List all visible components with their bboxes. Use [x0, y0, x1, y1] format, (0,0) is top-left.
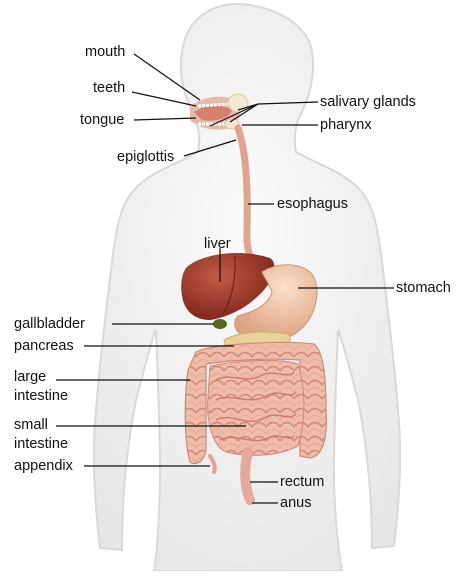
label-small-intestine: small intestine [14, 416, 68, 454]
label-small-intestine-line1: small [14, 417, 48, 433]
label-gallbladder: gallbladder [14, 316, 85, 332]
label-large-intestine: large intestine [14, 368, 68, 406]
rectum-organ [240, 447, 255, 505]
label-pharynx: pharynx [320, 117, 372, 133]
label-pancreas: pancreas [14, 338, 74, 354]
label-small-intestine-line2: intestine [14, 436, 69, 452]
label-stomach: stomach [396, 280, 451, 296]
label-epiglottis: epiglottis [117, 149, 175, 165]
liver-organ [181, 253, 275, 320]
gallbladder-organ [213, 319, 227, 329]
appendix-organ [208, 454, 217, 474]
label-teeth: teeth [93, 80, 126, 96]
small-intestine-organ [207, 359, 305, 456]
label-salivary-glands: salivary glands [320, 94, 416, 110]
label-tongue: tongue [80, 112, 125, 128]
label-large-intestine-line2: intestine [14, 388, 69, 404]
label-esophagus: esophagus [277, 196, 348, 212]
mouth-area [190, 93, 249, 130]
label-mouth: mouth [85, 44, 126, 60]
leader-lines [56, 53, 394, 504]
label-liver: liver [204, 236, 231, 252]
label-appendix: appendix [14, 458, 73, 474]
label-rectum: rectum [280, 474, 325, 490]
label-large-intestine-line1: large [14, 369, 47, 385]
large-intestine-organ [184, 341, 327, 465]
label-anus: anus [280, 495, 312, 511]
